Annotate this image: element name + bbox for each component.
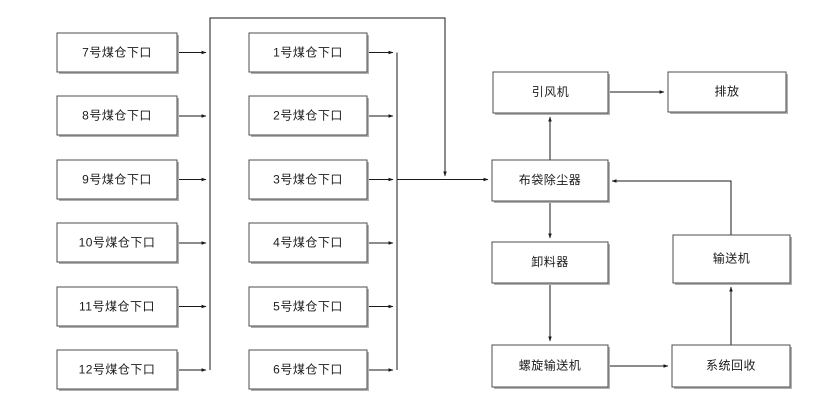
node-label-fan: 引风机 bbox=[532, 85, 570, 99]
node-bunker4[interactable]: 4号煤仓下口 bbox=[248, 222, 369, 264]
node-bunker10[interactable]: 10号煤仓下口 bbox=[56, 222, 179, 264]
node-label-bunker10: 10号煤仓下口 bbox=[79, 236, 156, 250]
node-bag-filter[interactable]: 布袋除尘器 bbox=[491, 159, 610, 203]
node-label-bunker12: 12号煤仓下口 bbox=[79, 363, 156, 377]
node-bunker12[interactable]: 12号煤仓下口 bbox=[56, 349, 179, 391]
node-label-bunker11: 11号煤仓下口 bbox=[79, 300, 155, 314]
edge-layer bbox=[177, 17, 733, 372]
node-exhaust[interactable]: 排放 bbox=[667, 71, 788, 114]
node-label-bunker6: 6号煤仓下口 bbox=[273, 363, 343, 377]
node-label-bunker7: 7号煤仓下口 bbox=[82, 46, 152, 60]
node-unloader[interactable]: 卸料器 bbox=[491, 241, 610, 285]
node-label-exhaust: 排放 bbox=[714, 84, 739, 99]
node-bunker11[interactable]: 11号煤仓下口 bbox=[56, 286, 179, 328]
node-bunker1[interactable]: 1号煤仓下口 bbox=[248, 32, 369, 74]
node-label-bunker9: 9号煤仓下口 bbox=[82, 173, 152, 187]
node-label-bunker5: 5号煤仓下口 bbox=[273, 300, 343, 314]
node-conveyor[interactable]: 输送机 bbox=[672, 234, 792, 285]
node-induced-draft-fan[interactable]: 引风机 bbox=[492, 71, 610, 115]
edge-left-bus-to-filter bbox=[209, 17, 447, 370]
node-label-unloader: 卸料器 bbox=[531, 254, 569, 269]
node-label-bunker1: 1号煤仓下口 bbox=[273, 46, 343, 60]
node-label-bunker2: 2号煤仓下口 bbox=[273, 109, 343, 123]
edge-conveyor-to-bagfilter bbox=[611, 179, 732, 235]
node-layer: 7号煤仓下口 8号煤仓下口 9号煤仓下口 10号煤仓下口 11号煤仓下口 bbox=[56, 32, 792, 391]
node-label-conveyor: 输送机 bbox=[713, 251, 751, 266]
node-bunker9[interactable]: 9号煤仓下口 bbox=[56, 159, 179, 201]
node-system-recovery[interactable]: 系统回收 bbox=[671, 344, 792, 389]
node-label-bunker8: 8号煤仓下口 bbox=[82, 109, 152, 123]
node-label-screwconveyor: 螺旋输送机 bbox=[519, 358, 582, 373]
node-label-bagfilter: 布袋除尘器 bbox=[519, 172, 582, 187]
node-screw-conveyor[interactable]: 螺旋输送机 bbox=[491, 344, 610, 389]
node-bunker7[interactable]: 7号煤仓下口 bbox=[56, 32, 179, 74]
node-bunker6[interactable]: 6号煤仓下口 bbox=[248, 349, 369, 391]
node-label-bunker3: 3号煤仓下口 bbox=[273, 173, 343, 187]
node-bunker8[interactable]: 8号煤仓下口 bbox=[56, 95, 179, 137]
node-bunker2[interactable]: 2号煤仓下口 bbox=[248, 95, 369, 137]
node-bunker5[interactable]: 5号煤仓下口 bbox=[248, 286, 369, 328]
node-label-recovery: 系统回收 bbox=[706, 359, 756, 373]
node-bunker3[interactable]: 3号煤仓下口 bbox=[248, 159, 369, 201]
node-label-bunker4: 4号煤仓下口 bbox=[273, 236, 343, 250]
